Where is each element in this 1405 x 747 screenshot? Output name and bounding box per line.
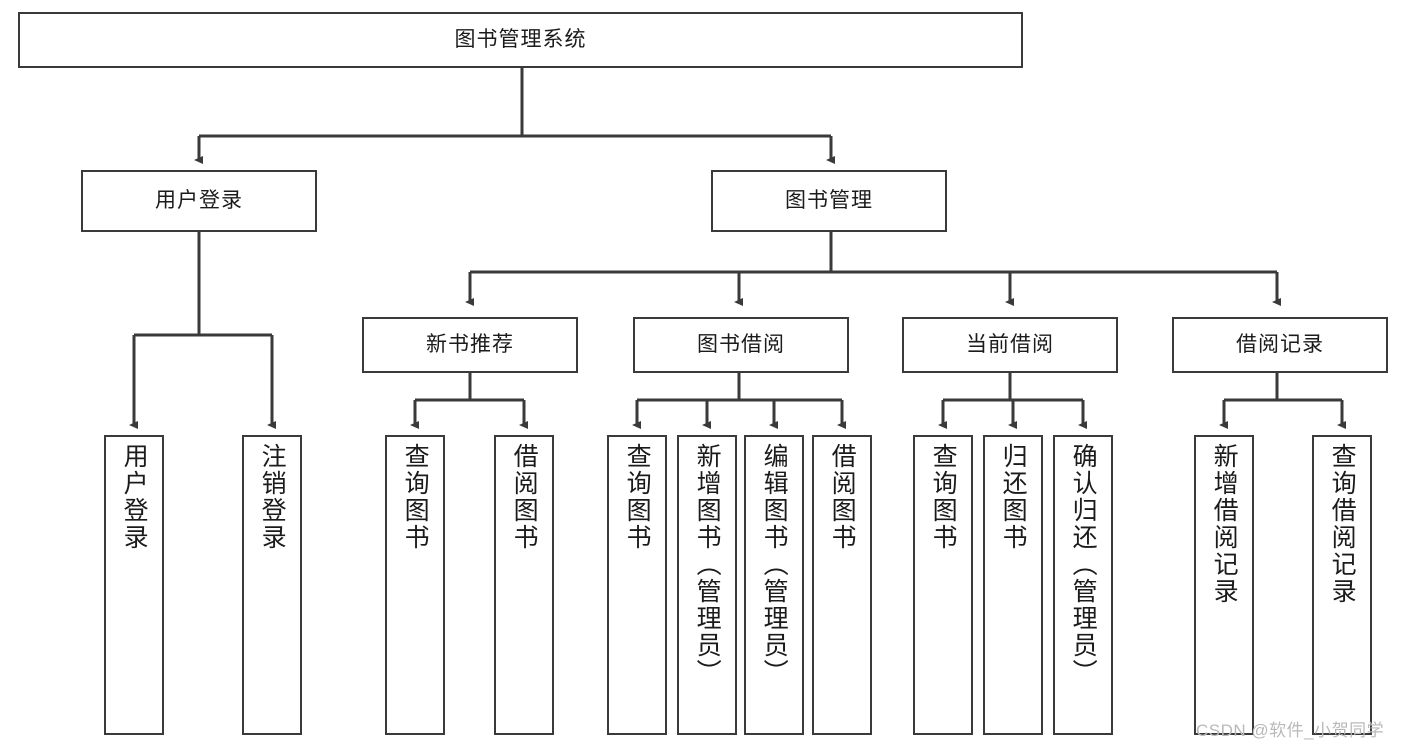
leaf-return-book[interactable]: 归还图书 xyxy=(983,435,1043,735)
node-label: 查询图书 xyxy=(401,443,430,551)
node-new-book-recommend[interactable]: 新书推荐 xyxy=(362,317,578,373)
node-label: 图书借阅 xyxy=(697,332,785,356)
leaf-user-login[interactable]: 用户登录 xyxy=(104,435,164,735)
leaf-confirm-return-admin[interactable]: 确认归还（管理员） xyxy=(1053,435,1113,735)
node-label: 确认归还（管理员） xyxy=(1069,443,1098,686)
node-user-login[interactable]: 用户登录 xyxy=(81,170,317,232)
node-book-management[interactable]: 图书管理 xyxy=(711,170,947,232)
node-label: 新书推荐 xyxy=(426,332,514,356)
node-current-borrow[interactable]: 当前借阅 xyxy=(902,317,1118,373)
leaf-edit-book-admin[interactable]: 编辑图书（管理员） xyxy=(744,435,804,735)
node-label: 查询图书 xyxy=(929,443,958,551)
node-label: 借阅记录 xyxy=(1236,332,1324,356)
node-label: 归还图书 xyxy=(999,443,1028,551)
node-label: 新增图书（管理员） xyxy=(693,443,722,686)
node-borrow-record[interactable]: 借阅记录 xyxy=(1172,317,1388,373)
node-label: 查询图书 xyxy=(623,443,652,551)
leaf-logout[interactable]: 注销登录 xyxy=(242,435,302,735)
node-label: 查询借阅记录 xyxy=(1328,443,1357,605)
leaf-borrow-book-borrow[interactable]: 借阅图书 xyxy=(812,435,872,735)
leaf-borrow-book-newbook[interactable]: 借阅图书 xyxy=(494,435,554,735)
node-label: 编辑图书（管理员） xyxy=(760,443,789,686)
leaf-query-book-current[interactable]: 查询图书 xyxy=(913,435,973,735)
node-label: 当前借阅 xyxy=(966,332,1054,356)
node-root-system[interactable]: 图书管理系统 xyxy=(18,12,1023,68)
leaf-query-book-newbook[interactable]: 查询图书 xyxy=(385,435,445,735)
leaf-query-book-borrow[interactable]: 查询图书 xyxy=(607,435,667,735)
watermark-text: CSDN @软件_小贺同学 xyxy=(1196,721,1385,740)
leaf-query-borrow-record[interactable]: 查询借阅记录 xyxy=(1312,435,1372,735)
leaf-add-book-admin[interactable]: 新增图书（管理员） xyxy=(677,435,737,735)
node-label: 注销登录 xyxy=(258,443,287,551)
node-book-borrow[interactable]: 图书借阅 xyxy=(633,317,849,373)
node-label: 图书管理系统 xyxy=(454,27,587,51)
node-label: 图书管理 xyxy=(785,188,873,212)
node-label: 借阅图书 xyxy=(510,443,539,551)
node-label: 用户登录 xyxy=(120,443,149,551)
node-label: 新增借阅记录 xyxy=(1210,443,1239,605)
node-label: 用户登录 xyxy=(155,188,243,212)
node-label: 借阅图书 xyxy=(828,443,857,551)
leaf-add-borrow-record[interactable]: 新增借阅记录 xyxy=(1194,435,1254,735)
